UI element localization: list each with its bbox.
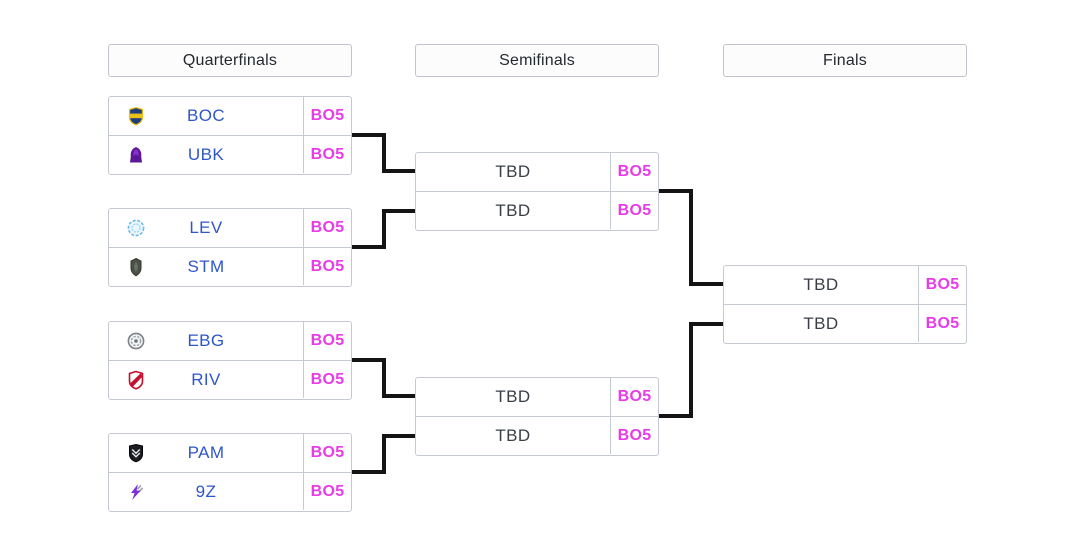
team-name: TBD bbox=[495, 387, 531, 406]
match-format-badge: BO5 bbox=[303, 322, 351, 360]
pam-crest-icon bbox=[126, 443, 146, 463]
team-slot-pam[interactable]: PAM BO5 bbox=[109, 434, 351, 472]
connector-line bbox=[352, 245, 386, 249]
match-quarterfinal-3: EBG BO5 RIV BO5 bbox=[108, 321, 352, 400]
team-name: UBK bbox=[187, 144, 225, 164]
connector-line bbox=[382, 209, 386, 249]
connector-line bbox=[689, 189, 693, 286]
boc-crest-icon bbox=[126, 106, 146, 126]
round-header-label: Finals bbox=[823, 51, 867, 69]
match-format-badge: BO5 bbox=[610, 192, 658, 229]
team-name: TBD bbox=[495, 425, 531, 445]
match-quarterfinal-2: LEV BO5 STM BO5 bbox=[108, 208, 352, 287]
team-name: RIV bbox=[191, 369, 221, 389]
connector-line bbox=[689, 322, 723, 326]
match-format-badge: BO5 bbox=[918, 305, 966, 342]
team-slot-lev[interactable]: LEV BO5 bbox=[109, 209, 351, 247]
nine-z-crest-icon bbox=[126, 482, 146, 502]
round-header-quarterfinals: Quarterfinals bbox=[108, 44, 352, 77]
ubk-crest-icon bbox=[126, 145, 146, 165]
team-name: TBD bbox=[803, 313, 839, 333]
match-format-badge: BO5 bbox=[303, 434, 351, 472]
team-slot-tbd: TBD BO5 bbox=[416, 191, 658, 229]
match-format-badge: BO5 bbox=[303, 136, 351, 173]
stm-crest-icon bbox=[126, 257, 146, 277]
team-slot-9z[interactable]: 9Z BO5 bbox=[109, 472, 351, 510]
team-slot-boc[interactable]: BOC BO5 bbox=[109, 97, 351, 135]
connector-line bbox=[382, 434, 386, 474]
match-format-badge: BO5 bbox=[303, 248, 351, 285]
match-semifinal-1: TBD BO5 TBD BO5 bbox=[415, 152, 659, 231]
match-quarterfinal-1: BOC BO5 UBK BO5 bbox=[108, 96, 352, 175]
team-name: BOC bbox=[186, 106, 226, 125]
team-slot-ebg[interactable]: EBG BO5 bbox=[109, 322, 351, 360]
match-format-badge: BO5 bbox=[610, 417, 658, 454]
team-name: TBD bbox=[495, 162, 531, 181]
connector-line bbox=[689, 322, 693, 418]
riv-crest-icon bbox=[126, 370, 146, 390]
team-name: LEV bbox=[189, 218, 223, 237]
connector-line bbox=[382, 434, 415, 438]
round-header-label: Quarterfinals bbox=[182, 51, 278, 69]
match-format-badge: BO5 bbox=[303, 361, 351, 398]
connector-line bbox=[659, 414, 693, 418]
round-header-finals: Finals bbox=[723, 44, 967, 77]
team-name: TBD bbox=[803, 275, 839, 294]
team-name: 9Z bbox=[195, 481, 217, 501]
team-slot-tbd: TBD BO5 bbox=[724, 266, 966, 304]
team-slot-tbd: TBD BO5 bbox=[416, 378, 658, 416]
team-slot-tbd: TBD BO5 bbox=[724, 304, 966, 342]
team-slot-tbd: TBD BO5 bbox=[416, 153, 658, 191]
connector-line bbox=[382, 133, 386, 173]
connector-line bbox=[382, 169, 415, 173]
connector-line bbox=[352, 470, 386, 474]
match-quarterfinal-4: PAM BO5 9Z BO5 bbox=[108, 433, 352, 512]
connector-line bbox=[382, 394, 415, 398]
connector-line bbox=[382, 358, 386, 398]
match-format-badge: BO5 bbox=[303, 473, 351, 510]
match-format-badge: BO5 bbox=[610, 153, 658, 191]
connector-line bbox=[689, 282, 723, 286]
team-slot-tbd: TBD BO5 bbox=[416, 416, 658, 454]
team-name: PAM bbox=[187, 443, 225, 462]
match-final: TBD BO5 TBD BO5 bbox=[723, 265, 967, 344]
lev-crest-icon bbox=[126, 218, 146, 238]
match-format-badge: BO5 bbox=[610, 378, 658, 416]
match-semifinal-2: TBD BO5 TBD BO5 bbox=[415, 377, 659, 456]
match-format-badge: BO5 bbox=[303, 97, 351, 135]
connector-line bbox=[659, 189, 693, 193]
round-header-semifinals: Semifinals bbox=[415, 44, 659, 77]
team-slot-ubk[interactable]: UBK BO5 bbox=[109, 135, 351, 173]
team-slot-stm[interactable]: STM BO5 bbox=[109, 247, 351, 285]
ebg-crest-icon bbox=[126, 331, 146, 351]
team-name: STM bbox=[187, 256, 225, 276]
team-slot-riv[interactable]: RIV BO5 bbox=[109, 360, 351, 398]
connector-line bbox=[352, 358, 386, 362]
team-name: EBG bbox=[187, 331, 225, 350]
team-name: TBD bbox=[495, 200, 531, 220]
match-format-badge: BO5 bbox=[303, 209, 351, 247]
connector-line bbox=[352, 133, 386, 137]
round-header-label: Semifinals bbox=[499, 51, 575, 69]
connector-line bbox=[382, 209, 415, 213]
match-format-badge: BO5 bbox=[918, 266, 966, 304]
